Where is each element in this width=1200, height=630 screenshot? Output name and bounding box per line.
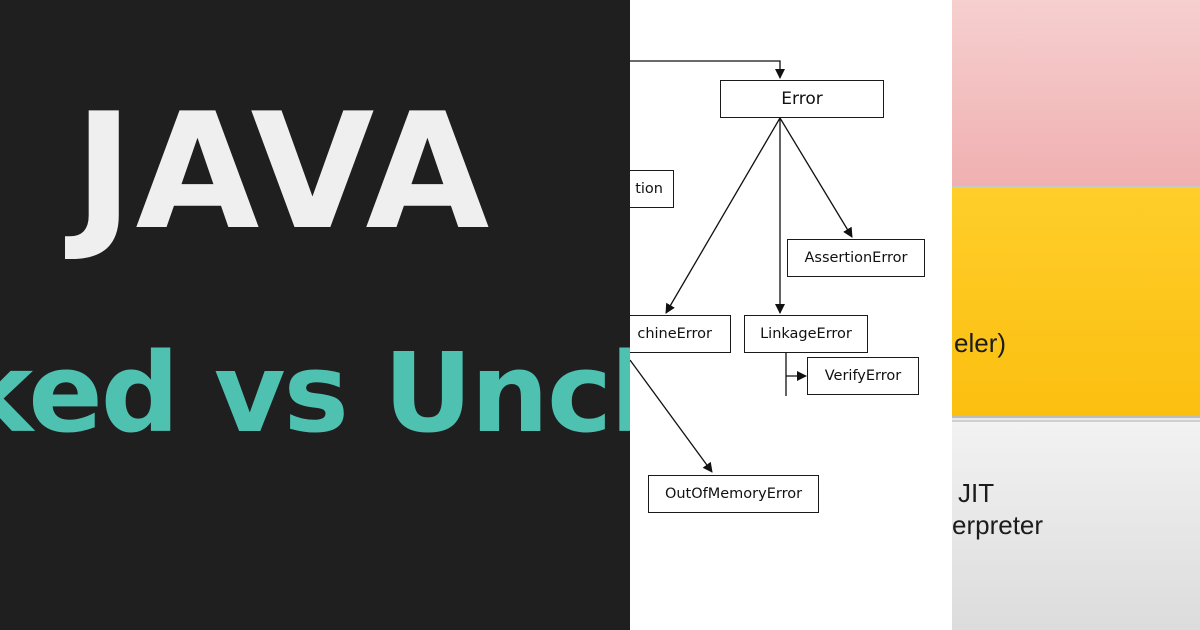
jvm-architecture-panel: eler) JIT erpreter <box>952 0 1200 630</box>
node-virtualmachineerror-fragment: chineError <box>630 315 731 353</box>
grey-section: JIT erpreter <box>952 420 1200 630</box>
node-error: Error <box>720 80 884 118</box>
yellow-section-text: eler) <box>954 328 1007 358</box>
connector-throwable-to-error <box>630 60 785 79</box>
connector-vm-to-outofmemory <box>630 359 713 473</box>
interpreter-label: erpreter <box>952 510 1044 540</box>
pink-section <box>952 0 1200 188</box>
error-hierarchy-diagram: Error tion AssertionError chineError Lin… <box>630 0 952 630</box>
java-title: JAVA <box>74 78 492 265</box>
connector-error-to-virtualmachineerror <box>665 117 781 314</box>
node-outofmemoryerror: OutOfMemoryError <box>648 475 819 513</box>
node-assertionerror: AssertionError <box>787 239 925 277</box>
connector-error-to-assertionerror <box>779 117 853 238</box>
diagram-connectors <box>630 60 853 473</box>
left-title-panel: JAVA ked vs Unch <box>0 0 630 630</box>
node-verifyerror: VerifyError <box>807 357 919 395</box>
node-exception-fragment: tion <box>630 170 674 208</box>
jit-label: JIT <box>958 478 995 508</box>
node-linkageerror: LinkageError <box>744 315 868 353</box>
yellow-section: eler) <box>952 188 1200 418</box>
checked-vs-unchecked-subtitle: ked vs Unch <box>0 329 630 457</box>
